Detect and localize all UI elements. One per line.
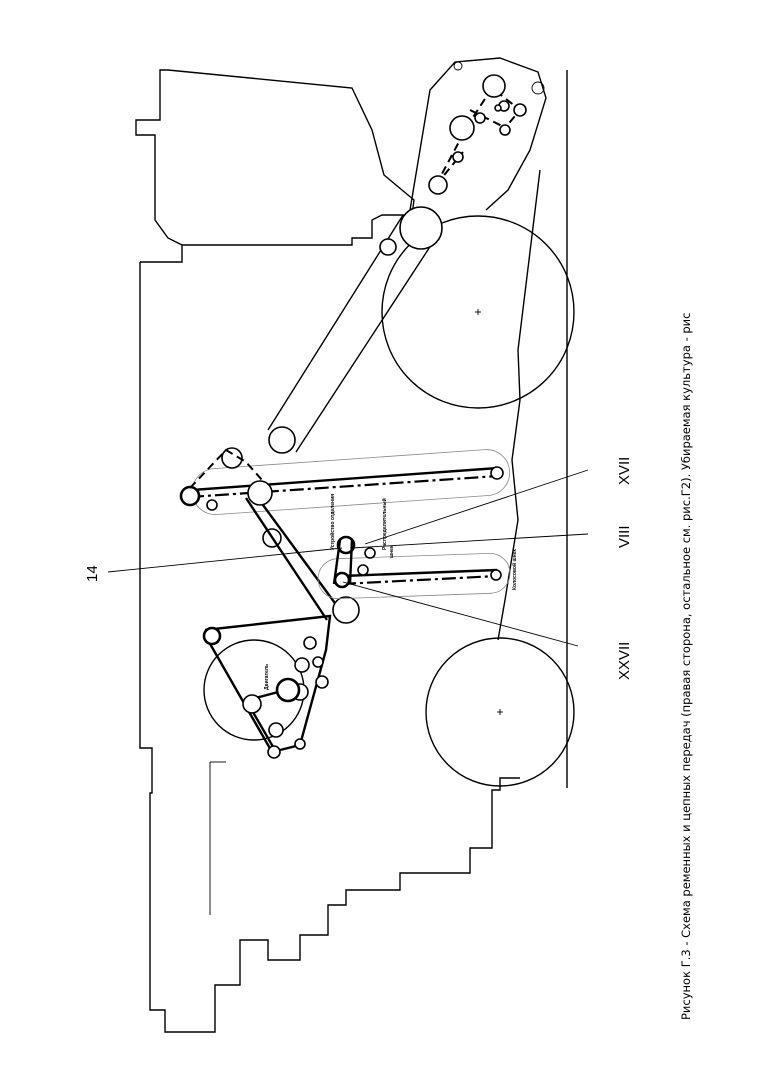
lower-elevator-chain	[341, 574, 498, 586]
callout-VIII: VIII	[616, 525, 633, 548]
body-front-edge	[497, 169, 541, 641]
separator-label: Устройство отделения	[329, 494, 336, 550]
header-chain-2	[435, 109, 511, 186]
thresher-belt-loop	[203, 614, 332, 754]
engine-label: Двигатель	[264, 664, 270, 690]
header-roller	[531, 81, 545, 95]
feeder-lower-pulley	[268, 426, 296, 454]
callout-14: 14	[84, 565, 101, 582]
thresher-main-pulley	[275, 677, 301, 703]
front-wheel	[425, 637, 575, 787]
callout-XXVII: XXVII	[616, 642, 633, 680]
elevator-dashed-drive	[189, 448, 263, 489]
lower-elevator-housing	[317, 552, 511, 600]
callout-XVII: XVII	[616, 457, 633, 485]
rear-wheel	[381, 215, 575, 409]
cab-outline	[135, 69, 415, 263]
header-chain	[435, 86, 522, 186]
separator-chain	[332, 539, 354, 585]
elevator-drive-pulley	[247, 480, 273, 506]
leader-XVII	[364, 469, 589, 545]
leader-XXVII	[342, 581, 579, 647]
leader-VIII	[351, 533, 589, 549]
feeder-conveyor	[267, 214, 438, 453]
header-outline	[409, 57, 547, 211]
distributor-label-2: шнек	[389, 545, 395, 558]
distributor-label-1: Распределительный	[381, 498, 388, 550]
header-roller-2	[453, 61, 463, 71]
small-idler	[379, 238, 397, 256]
grain-auger-label: Колосовой шнек	[511, 549, 518, 590]
machine-outline	[139, 262, 520, 1033]
main-drive-pulley	[332, 596, 360, 624]
upper-elevator-chain	[189, 474, 499, 499]
figure-caption: Рисунок Г.3 - Схема ременных и цепных пе…	[679, 313, 693, 1020]
upper-elevator-belt	[191, 466, 499, 492]
feeder-upper-pulley	[399, 206, 443, 250]
leader-14	[107, 547, 343, 573]
lower-elevator-belt	[341, 568, 498, 578]
main-drive-belt	[245, 497, 341, 621]
